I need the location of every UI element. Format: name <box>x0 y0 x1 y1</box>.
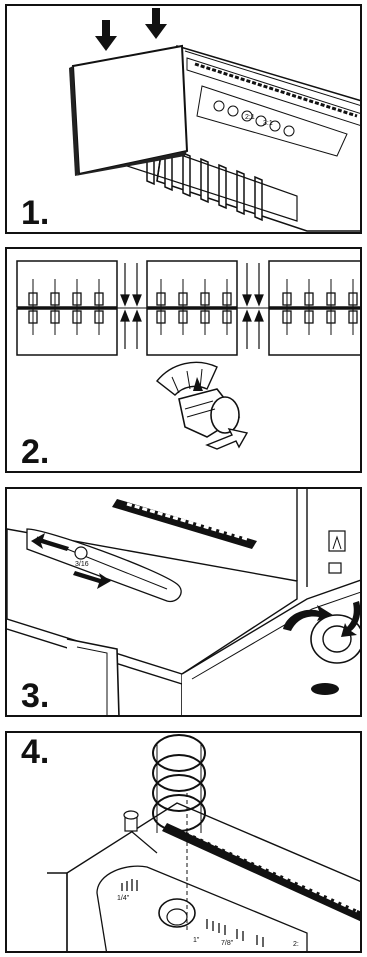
step-1-panel: 2:1 3:1 1. <box>5 4 362 234</box>
slider-marker-label: 3/16 <box>75 561 89 568</box>
scale-label: 1/4" <box>117 895 129 902</box>
margin-arrows-left <box>121 263 141 349</box>
step-2-illustration <box>7 249 362 473</box>
scale-label: 7/8" <box>221 940 233 947</box>
step-4-panel: 1/4" 1" 7/8" 2: 4. <box>5 731 362 953</box>
step-number: 1. <box>21 196 49 230</box>
step-3-illustration <box>7 489 362 717</box>
paper-stack <box>69 46 187 176</box>
step-1-illustration <box>7 6 362 234</box>
step-3-panel: 3/16 3. <box>5 487 362 717</box>
scale-label: 3:1 <box>263 120 273 127</box>
margin-adjust-knob <box>157 362 239 437</box>
step-2-panel: 2. <box>5 247 362 473</box>
scale-label: 2: <box>293 941 299 948</box>
down-arrow-icon <box>95 20 117 51</box>
scale-label: 2:1 <box>245 114 255 121</box>
step-number: 4. <box>21 735 49 769</box>
step-number: 2. <box>21 435 49 469</box>
margin-arrows-right <box>243 263 263 349</box>
down-arrow-icon <box>145 8 167 39</box>
scale-label: 1" <box>193 937 199 944</box>
punch-slot-row <box>112 499 257 549</box>
step-4-illustration <box>7 733 362 953</box>
step-number: 3. <box>21 679 49 713</box>
